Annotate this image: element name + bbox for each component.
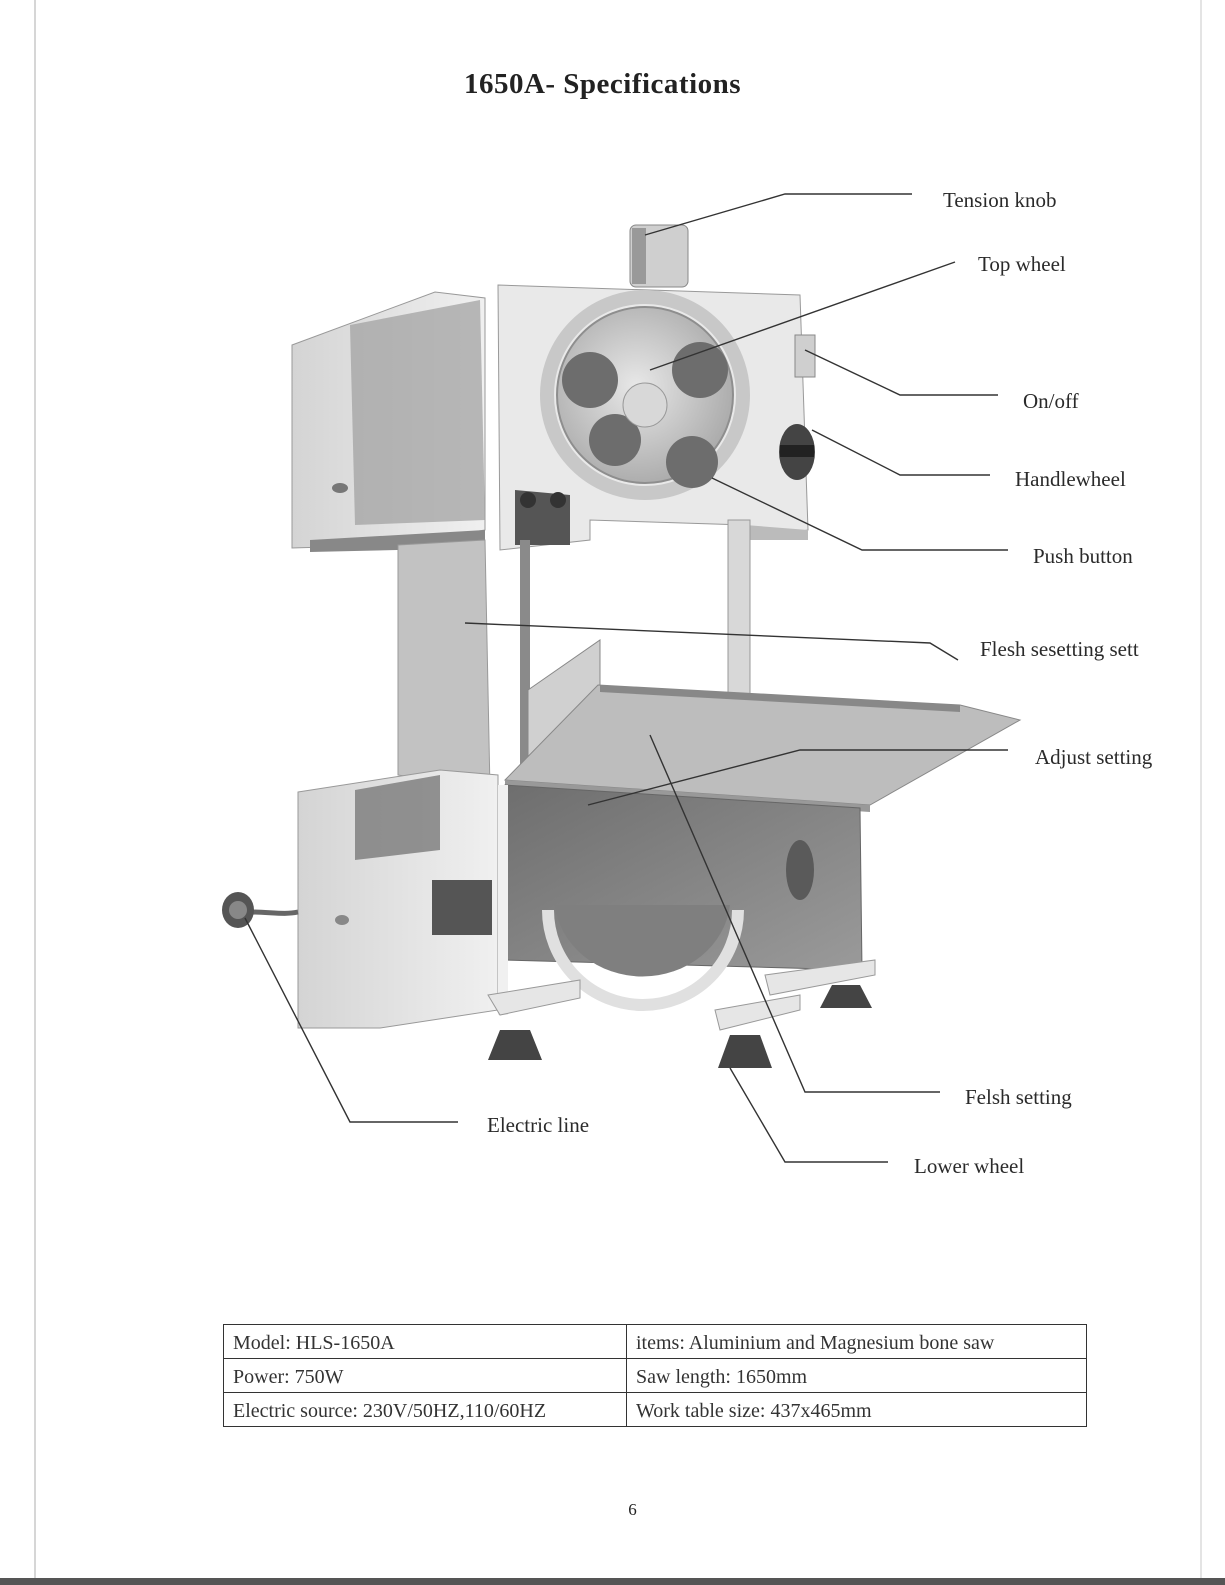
electric-plug [222,892,299,928]
specs-table: Model: HLS-1650A items: Aluminium and Ma… [223,1324,1087,1427]
base-feet [487,959,876,1068]
spec-items: items: Aluminium and Magnesium bone saw [626,1324,1087,1359]
lower-wheel [542,905,744,1011]
leader-adjust-setting [587,749,1008,806]
bone-saw-diagram [222,193,1022,1163]
page-number: 6 [628,1500,637,1519]
leader-on-off [804,349,998,396]
leader-felsh-setting [649,734,940,1093]
leader-tension-knob [644,193,912,236]
leader-lower-wheel [729,1067,888,1163]
leader-flesh-sesetting [464,622,959,661]
leader-electric-line [244,917,458,1123]
leader-top-wheel [649,261,956,371]
top-wheel [540,290,750,500]
leader-handlewheel [811,429,990,476]
upper-door [291,291,486,552]
label-on-off: On/off [1023,389,1079,413]
label-handlewheel: Handlewheel [1015,467,1126,491]
table-row: Electric source: 230V/50HZ,110/60HZ Work… [223,1392,1087,1427]
leader-push-button [711,477,1008,551]
page-title: 1650A- Specifications [463,68,742,100]
leader-lines [244,193,1008,1163]
tension-knob [629,224,689,288]
table-row: Power: 750W Saw length: 1650mm [223,1358,1087,1393]
scan-edge-left [34,0,36,1585]
label-felsh-setting: Felsh setting [965,1085,1072,1109]
label-top-wheel: Top wheel [978,252,1066,276]
table-row: Model: HLS-1650A items: Aluminium and Ma… [223,1324,1087,1359]
label-lower-wheel: Lower wheel [914,1154,1025,1178]
spec-power: Power: 750W [223,1358,627,1393]
spec-electric-source: Electric source: 230V/50HZ,110/60HZ [223,1392,627,1427]
frame-column [397,539,491,791]
lower-door [297,769,499,1029]
on-off-switch [794,334,816,378]
label-tension-knob: Tension knob [943,188,1057,212]
scan-bottom-edge [0,1578,1225,1585]
scan-edge-right [1200,0,1202,1585]
spec-model: Model: HLS-1650A [223,1324,627,1359]
spec-saw-length: Saw length: 1650mm [626,1358,1087,1393]
label-flesh-sesetting: Flesh sesetting sett [980,637,1139,661]
handlewheel [779,424,815,480]
label-adjust-setting: Adjust setting [1035,745,1153,769]
label-push-button: Push button [1033,544,1133,568]
label-electric-line: Electric line [487,1113,590,1137]
blade-guide [515,490,570,780]
spec-work-table: Work table size: 437x465mm [626,1392,1087,1427]
